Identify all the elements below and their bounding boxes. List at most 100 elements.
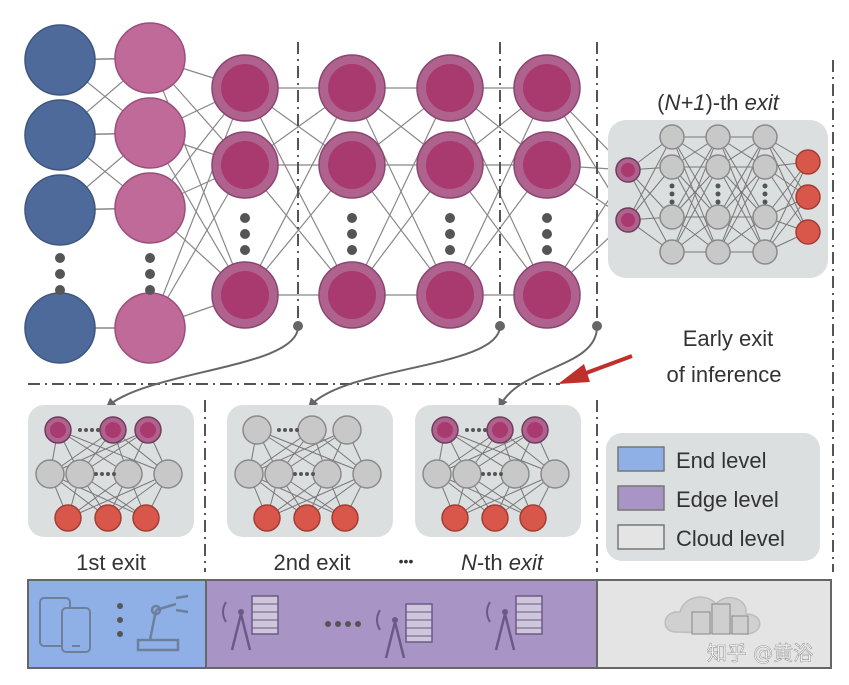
edge-servers <box>222 595 543 659</box>
tablet-icon <box>39 597 91 653</box>
legend-swatch-end <box>617 446 665 472</box>
arrow-to-second-exit <box>308 325 501 409</box>
legend-label-edge: Edge level <box>676 487 779 512</box>
connection-line <box>627 136 673 221</box>
connection-line <box>67 473 169 519</box>
layer-node-core <box>426 271 474 319</box>
ellipsis-dot <box>669 183 675 189</box>
ellipsis-dot <box>240 213 250 223</box>
ellipsis-dot <box>289 428 293 432</box>
end-node <box>24 24 96 96</box>
ellipsis-dot <box>542 229 552 239</box>
cloud-input-node-core <box>621 213 635 227</box>
ellipsis-dot <box>293 472 297 476</box>
ellipsis-dot <box>762 191 768 197</box>
exit-input-node <box>297 415 327 445</box>
layer-node-core <box>426 141 474 189</box>
cloud-hidden-node <box>752 154 778 180</box>
exit-output-node <box>132 504 160 532</box>
exit-input-node-core <box>492 422 508 438</box>
layer-node-core <box>328 141 376 189</box>
exit-hidden-node <box>422 459 452 489</box>
exit-hidden-node <box>65 459 95 489</box>
exit-output-node <box>293 504 321 532</box>
top-exit-label: (N+1)-th exit <box>657 90 780 115</box>
ellipsis-dot <box>55 269 65 279</box>
cloud-output-node <box>795 219 821 245</box>
connection-line <box>248 429 348 475</box>
ellipsis-dot <box>94 472 98 476</box>
exit-hidden-node <box>153 459 183 489</box>
exit-output-node <box>54 504 82 532</box>
cloud-hidden-node <box>659 154 685 180</box>
ellipsis-dot <box>55 285 65 295</box>
ellipsis-dot <box>347 213 357 223</box>
exit-input-node-core <box>105 422 121 438</box>
end-node <box>24 292 96 364</box>
exit-input-node-core <box>527 422 543 438</box>
ellipsis-dot <box>299 472 303 476</box>
end-node <box>24 174 96 246</box>
cloud-hidden-node <box>752 204 778 230</box>
legend-label-end: End level <box>676 448 767 473</box>
ellipsis-dot <box>305 472 309 476</box>
exit-output-node <box>481 504 509 532</box>
ellipsis-dot <box>311 472 315 476</box>
exit-subnets <box>35 415 570 532</box>
cloud-hidden-node <box>705 124 731 150</box>
ellipsis-dot <box>145 269 155 279</box>
ellipsis-dot <box>347 229 357 239</box>
connection-line <box>454 473 556 519</box>
connection-line <box>444 429 556 475</box>
exit-ellipsis: ••• <box>399 553 414 569</box>
cloud-hidden-node <box>659 204 685 230</box>
connection-line <box>449 87 548 296</box>
cloud-hidden-node <box>705 204 731 230</box>
connection-line <box>671 136 719 218</box>
cloud-output-node <box>795 184 821 210</box>
connection-line <box>57 429 169 475</box>
exit-input-node <box>332 415 362 445</box>
legend-swatch-cloud <box>617 524 665 550</box>
first-exit-label: 1st exit <box>76 550 146 575</box>
ellipsis-dot <box>471 428 475 432</box>
legend-edge: Edge level <box>617 485 779 512</box>
exit-hidden-node <box>113 459 143 489</box>
ellipsis-dot <box>445 213 455 223</box>
exit-hidden-node <box>234 459 264 489</box>
partition-lines <box>28 42 834 572</box>
ellipsis-dot <box>295 428 299 432</box>
layer-node-core <box>523 141 571 189</box>
connection-line <box>764 136 809 233</box>
ellipsis-dot <box>715 191 721 197</box>
edge-server-icon <box>222 595 279 651</box>
exit-input-node-core <box>437 422 453 438</box>
ellipsis-dot <box>715 199 721 205</box>
ellipsis-dot <box>96 428 100 432</box>
ellipsis-dot <box>106 472 110 476</box>
ellipsis-dot <box>542 245 552 255</box>
exit-output-node <box>519 504 547 532</box>
exit-hidden-node <box>540 459 570 489</box>
ellipsis-dot <box>240 245 250 255</box>
connection-line <box>49 429 149 475</box>
layer-node-core <box>523 271 571 319</box>
ellipsis-dot <box>481 472 485 476</box>
cloud-hidden-node <box>705 239 731 265</box>
connection-line <box>351 87 451 296</box>
ellipsis-dot <box>493 472 497 476</box>
connection-line <box>764 166 809 233</box>
early-exit-label-line2: of inference <box>667 362 782 387</box>
cloud-hidden-node <box>659 124 685 150</box>
legend-end: End level <box>617 446 767 473</box>
exit-input-node-core <box>50 422 66 438</box>
antenna-tip <box>502 609 508 615</box>
ellipsis-dot <box>762 183 768 189</box>
ellipsis-dot <box>347 245 357 255</box>
network-nodes <box>24 22 581 364</box>
ellipsis-dot <box>283 428 287 432</box>
exit-hidden-node <box>264 459 294 489</box>
arrow-to-nth-exit <box>498 325 599 409</box>
ellipsis-dot <box>84 428 88 432</box>
